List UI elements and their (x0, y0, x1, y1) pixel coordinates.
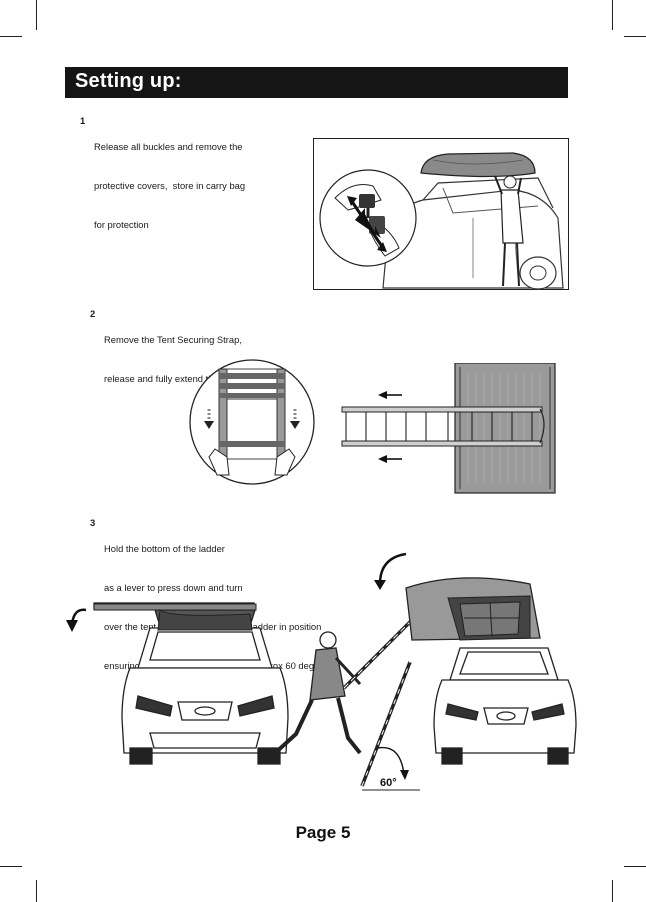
step-line: protective covers, store in carry bag (94, 180, 246, 191)
crop-mark (624, 866, 646, 867)
step-2: 2 Remove the Tent Securing Strap, releas… (90, 307, 310, 384)
crop-mark (36, 0, 37, 30)
crop-mark (36, 880, 37, 902)
angle-label: 60° (380, 777, 397, 789)
step-number: 3 (90, 517, 96, 528)
extended-ladder-illustration (341, 363, 556, 494)
step-line: for protection (94, 219, 149, 230)
crop-mark (0, 866, 22, 867)
crop-mark (624, 36, 646, 37)
page-number: Page 5 (295, 823, 351, 842)
step-number: 2 (90, 308, 96, 319)
step-line: Hold the bottom of the ladder (104, 543, 225, 554)
crop-mark (612, 880, 613, 902)
ladder-detail-illustration (189, 359, 315, 485)
crop-mark (612, 0, 613, 30)
step-number: 1 (80, 115, 86, 126)
step-3-illustration: 60° (66, 552, 577, 791)
section-title: Setting up: (75, 70, 182, 92)
section-header: Setting up: (65, 67, 568, 98)
crop-mark (0, 36, 22, 37)
step-line: as a lever to press down and turn (104, 582, 243, 593)
step-line: Remove the Tent Securing Strap, (104, 334, 242, 345)
step-1-illustration (313, 138, 569, 290)
step-1: 1 Release all buckles and remove the pro… (80, 114, 300, 230)
step-line: Release all buckles and remove the (94, 141, 243, 152)
